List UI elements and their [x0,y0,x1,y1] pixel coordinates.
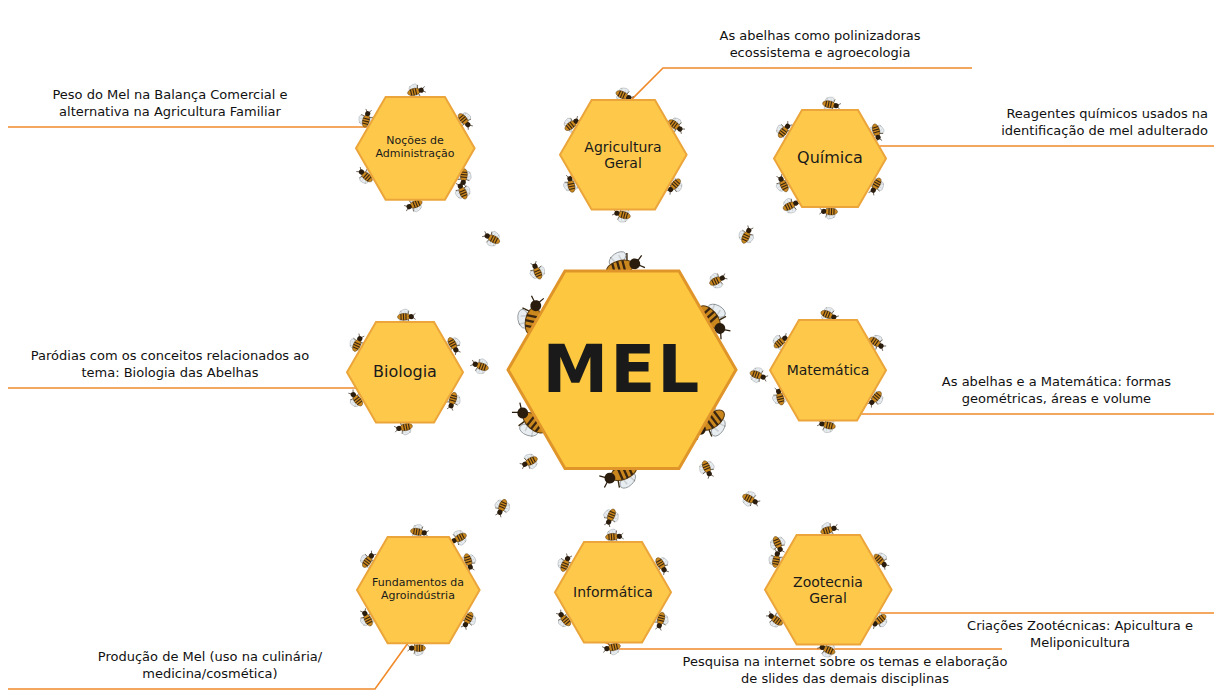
bee-illustration [747,364,770,386]
leader-line [861,413,1214,415]
central-title: MEL [543,332,702,408]
hexagon-node: Matemática [770,320,886,420]
node-label: Agricultura Geral [575,139,671,171]
annotation-text: Reagentes químicos usados na identificaç… [935,106,1208,140]
leader-line [8,387,356,389]
node-label: Informática [573,584,653,600]
hexagon-text-box: Informática [573,584,653,600]
bee-illustration [696,458,719,481]
hexagon-outline [555,542,671,642]
bee-illustration [480,226,504,249]
leader-lines [8,68,1214,689]
bee-illustration [490,496,513,519]
hexagon-node: Informática [555,542,671,642]
bee-illustration [517,450,541,473]
hexagon-outline [765,535,892,645]
annotation-text: Paródias com os conceitos relacionados a… [10,348,330,382]
hexagon-outline [347,322,463,422]
node-label: Química [797,149,863,167]
leader-line [879,145,1214,147]
hexagon-text-box: Noções de Administração [369,135,461,160]
node-label: Zootecnia Geral [780,574,876,606]
hexagon-node: Química [774,110,886,207]
hexagon-outline [560,100,687,210]
annotation-text: Criações Zootécnicas: Apicultura e Melip… [960,618,1200,652]
bee-illustration [706,269,730,292]
annotation-text: Pesquisa na internet sobre os temas e el… [680,654,1010,688]
bee-illustration [735,223,758,246]
node-label: Biologia [373,363,437,381]
leader-line [878,612,1214,614]
hexagon-node: Biologia [347,322,463,422]
hexagon-node: Noções de Administração [356,97,475,200]
annotation-text: Peso do Mel na Balança Comercial e alter… [20,87,320,121]
bee-illustration [468,355,491,377]
hexagon-text-box: Biologia [373,363,437,381]
hexagon-outline [356,97,475,200]
annotation-text: Produção de Mel (uso na culinária/ medic… [70,649,350,683]
hexagon-text-box: MEL [543,332,702,408]
hexagon-node: Zootecnia Geral [765,535,892,645]
hexagon-outline [357,537,480,643]
node-label: Matemática [787,362,870,378]
annotation-text: As abelhas e a Matemática: formas geomét… [905,374,1208,408]
annotation-text: As abelhas como polinizadoras ecossistem… [690,28,950,62]
leader-line [631,68,972,100]
bee-illustrations [344,81,893,661]
leader-line [8,643,408,689]
hexagon-text-box: Matemática [787,362,870,378]
hexagon-text-box: Fundamentos da Agroindústria [370,577,466,602]
hexagon-outline [770,320,886,420]
bee-illustration [526,259,549,282]
hexagon-outline [508,271,736,468]
bee-illustration [599,506,622,529]
hexagon-node: Fundamentos da Agroindústria [357,537,480,643]
hexagon-text-box: Zootecnia Geral [780,574,876,606]
central-hexagon: MEL [508,271,736,468]
leader-line [8,126,368,128]
bee-illustration [739,488,763,511]
node-label: Fundamentos da Agroindústria [370,577,466,602]
node-label: Noções de Administração [369,135,461,160]
hexagon-text-box: Agricultura Geral [575,139,671,171]
hexagon-outline [774,110,886,207]
hexagon-text-box: Química [797,149,863,167]
hexagon-node: Agricultura Geral [560,100,687,210]
